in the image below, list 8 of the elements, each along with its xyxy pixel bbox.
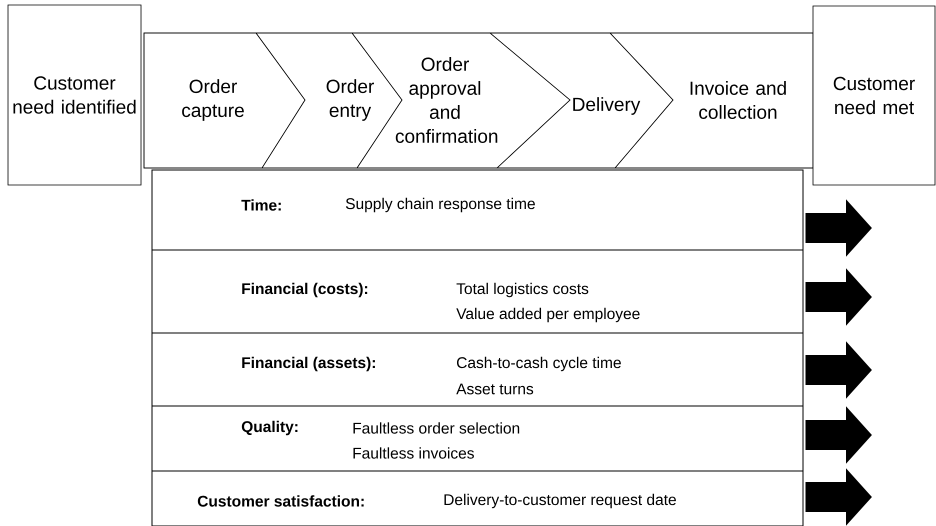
chevron-step: Order capture [144,32,306,168]
step-box: Customer need identified [8,4,142,186]
step-box: Customer need met [812,6,936,186]
metric-row: Financial (costs): Total logistics costs Value added per employee [152,250,804,334]
metric-row: Quality: Faultless order selection Faultless invoices [152,406,804,472]
metric-row: Time: Supply chain response time [152,170,804,250]
metric-row: Customer satisfaction: Delivery-to-customer request date [152,470,804,526]
metric-row: Financial (assets): Cash-to-cash cycle time Asset turns [152,332,804,406]
